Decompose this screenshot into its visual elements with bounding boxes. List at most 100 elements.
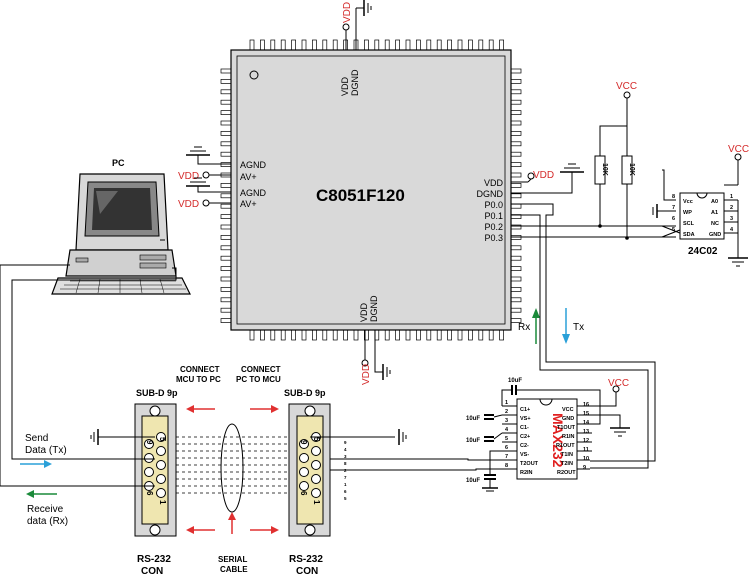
mcu-pin-bottom <box>426 329 432 341</box>
mcu-top-pin-dgnd: DGND <box>350 69 360 96</box>
connector-pin <box>311 460 321 470</box>
left-subd-connector: SUB-D 9p 5 9 6 1 RS-232 CON <box>134 388 178 577</box>
connector-pin <box>156 460 166 470</box>
mcu-left-pin-agnd-2: AGND <box>240 188 267 198</box>
max232-pin-c2plus: C2+ <box>520 434 530 440</box>
tx-label: Tx <box>573 322 584 333</box>
connect-mcu-label-2: MCU TO PC <box>176 375 221 384</box>
vdd-label-left-1: VDD <box>178 171 199 182</box>
right-pin-5-label: 5 <box>312 437 321 442</box>
eeprom-pin-wp: WP <box>683 210 692 216</box>
mcu-pin-left <box>220 162 232 167</box>
cap-2-value: 10uF <box>466 416 480 422</box>
right-con-pin-number: 6 <box>344 489 347 494</box>
mcu-pin-top <box>457 39 463 51</box>
max232-pin-7: 7 <box>505 454 508 460</box>
max232-pin-gnd: GND <box>562 416 574 422</box>
eeprom-pin-scl: SCL <box>683 221 695 227</box>
mcu-pin-bottom <box>384 329 390 341</box>
right-pin-9-label: 9 <box>299 440 308 445</box>
mcu-pin-right <box>510 276 522 282</box>
connector-pin <box>299 439 309 449</box>
mcu-pin-top <box>301 39 307 51</box>
mcu-pin-left <box>220 89 232 95</box>
vcc-label-resistors: VCC <box>616 81 637 92</box>
connect-arrows: CONNECT MCU TO PC CONNECT PC TO MCU <box>176 365 281 534</box>
eeprom-pin-2: 2 <box>730 205 733 211</box>
left-con-label: CON <box>141 566 163 577</box>
mcu-pin-left <box>220 255 232 261</box>
connector-pin <box>144 467 154 477</box>
right-con-pin-number: 2 <box>344 468 347 473</box>
right-con-pin-number: 8 <box>344 461 347 466</box>
cable-label: CABLE <box>220 565 248 574</box>
eeprom-pin-a0: A0 <box>711 199 718 205</box>
mcu-pin-top <box>488 39 494 51</box>
mcu-pin-top <box>395 39 400 51</box>
max232-pin-c2minus: C2- <box>520 443 529 449</box>
connect-pc-label-1: CONNECT <box>241 365 281 374</box>
vcc-label-right-vdd: VDD <box>533 170 554 181</box>
mcu-left-pin-agnd-1: AGND <box>240 160 267 170</box>
mcu-right-pin-p02: P0.2 <box>484 222 503 232</box>
right-con-pin-number: 9 <box>344 440 347 445</box>
connector-pin <box>144 453 154 463</box>
mcu-pin-bottom <box>353 329 359 341</box>
pc-to-connector-wiring <box>0 264 407 487</box>
right-con-label: CON <box>296 566 318 577</box>
mcu-right-pin-p00: P0.0 <box>484 200 503 210</box>
max232-pin-1: 1 <box>505 400 508 406</box>
eeprom-pin-4: 4 <box>730 227 734 233</box>
mcu-pin-right <box>510 151 522 157</box>
eeprom-pin-1: 1 <box>730 194 733 200</box>
mcu-pin-bottom <box>447 329 452 341</box>
mcu-top-pin-vdd: VDD <box>340 76 350 96</box>
mcu-pin-left <box>220 131 232 136</box>
mcu-pin-left <box>220 79 232 84</box>
mcu-pin-left <box>220 276 232 282</box>
connector-pin <box>311 474 321 484</box>
mcu-pin-right <box>510 162 522 167</box>
vcc-label-eeprom: VCC <box>728 144 749 155</box>
mcu-right-power: VDD <box>511 163 584 194</box>
mcu-pin-left <box>220 110 232 115</box>
cap-top-value: 10uF <box>508 378 522 384</box>
mcu-right-pin-dgnd: DGND <box>477 189 504 199</box>
mcu-pin-right <box>510 287 522 292</box>
mcu-pin-left <box>220 120 232 126</box>
connector-pin <box>299 481 309 491</box>
cap-4-value: 10uF <box>466 478 480 484</box>
mcu-pin-left <box>220 318 232 323</box>
connector-pin <box>311 446 321 456</box>
mcu-pin-bottom <box>270 329 276 341</box>
max232-pin-13: 13 <box>583 429 589 435</box>
mcu-pin-bottom <box>312 329 317 341</box>
mcu-right-pin-p01: P0.1 <box>484 211 503 221</box>
right-con-pin-number: 5 <box>344 496 347 501</box>
max232-pin-r2out: R2OUT <box>557 470 576 476</box>
mcu-pin-left <box>220 183 232 188</box>
vdd-label-left-2: VDD <box>178 199 199 210</box>
left-rs232-label: RS-232 <box>137 554 171 565</box>
mcu-pin-top <box>416 39 421 51</box>
rx-tx-arrows: Rx Tx <box>518 308 584 344</box>
max232-pin-6: 6 <box>505 445 508 451</box>
mcu-pin-right <box>510 245 522 251</box>
mcu-pin-left <box>220 193 232 199</box>
mcu-pin-left <box>220 203 232 209</box>
max232-pin-9: 9 <box>583 465 586 471</box>
mcu-pin-left <box>220 245 232 251</box>
left-pin-9-label: 9 <box>145 440 154 445</box>
max232-pin-c1minus: C1- <box>520 425 529 431</box>
max232-pin-5: 5 <box>505 436 508 442</box>
max232-pin-12: 12 <box>583 438 589 444</box>
vcc-label-max232: VCC <box>608 378 629 389</box>
right-con-pin-number: 1 <box>344 482 347 487</box>
mcu-pin-bottom <box>416 329 421 341</box>
mcu-pin-left <box>220 297 232 303</box>
vdd-label-bottom: VDD <box>361 364 372 385</box>
eeprom-pin-sda: SDA <box>683 232 695 238</box>
max232-pin-8: 8 <box>505 463 508 469</box>
mcu-pin-bottom <box>249 329 255 341</box>
mcu-pin-bottom <box>322 329 328 341</box>
